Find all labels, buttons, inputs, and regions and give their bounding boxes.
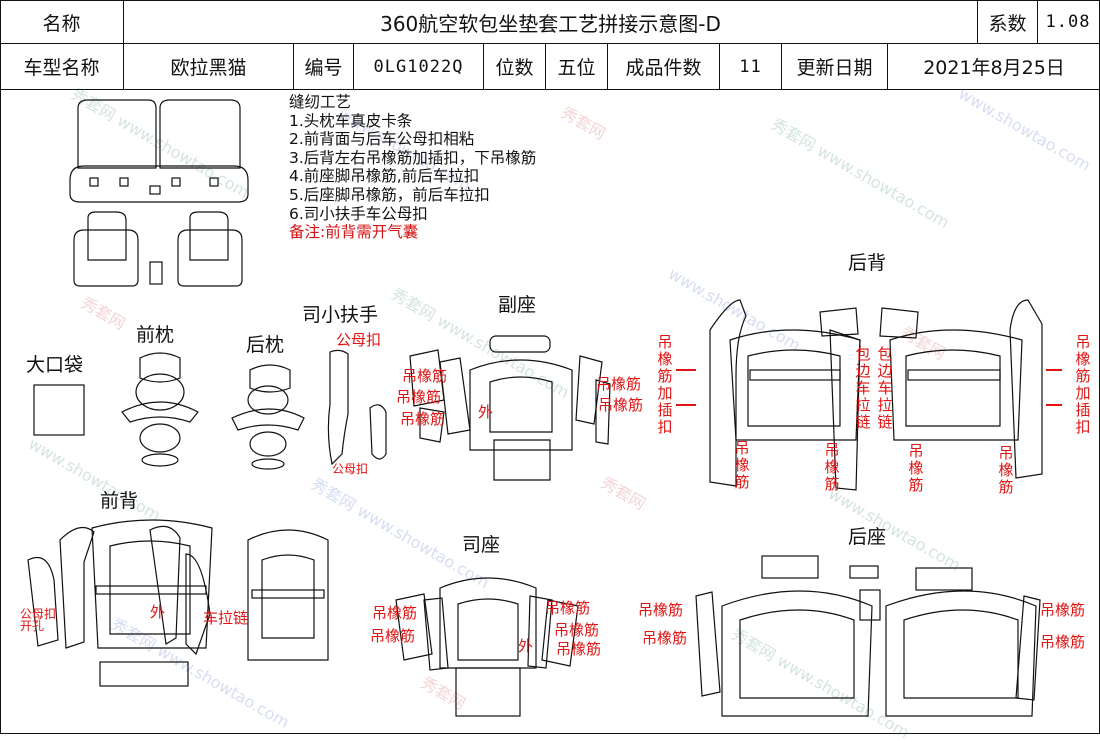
annotation-arrows xyxy=(676,369,1062,406)
label-elastic: 吊橡筋 xyxy=(1040,633,1086,651)
notes-item: 3.后背左右吊橡筋加插扣，下吊橡筋 xyxy=(289,148,537,167)
passenger-seat-pieces xyxy=(409,335,611,481)
label-snap: 公母扣 xyxy=(332,462,369,476)
notes-item: 1.头枕车真皮卡条 xyxy=(289,111,413,130)
label-elastic: 吊橡筋 xyxy=(396,388,442,406)
update-value: 2021年8月25日 xyxy=(923,57,1065,79)
label-elastic: 吊橡筋 xyxy=(545,599,591,617)
rear-back-pieces xyxy=(709,299,1043,491)
model-label: 车型名称 xyxy=(0,44,124,89)
label-elastic: 吊橡筋 xyxy=(908,442,924,494)
driver-armrest-pieces xyxy=(327,349,387,466)
notes-item: 4.前座脚吊橡筋,前后车拉扣 xyxy=(289,167,480,186)
header-row-1: 名称 360航空软包坐垫套工艺拼接示意图-D 系数 1.08 xyxy=(0,0,1100,44)
notes-title: 缝纫工艺 xyxy=(289,93,352,111)
section-front-headrest: 前枕 xyxy=(136,324,175,346)
overview-rear-bench-icon xyxy=(69,99,249,203)
label-elastic-clip: 吊橡筋加插扣 xyxy=(1075,333,1091,436)
notes-item: 2.前背面与后车公母扣相粘 xyxy=(289,130,475,149)
notes-item: 5.后座脚吊橡筋，前后车拉扣 xyxy=(289,185,490,204)
notes-remark: 备注:前背需开气囊 xyxy=(289,223,419,242)
seats-value: 五位 xyxy=(546,44,608,89)
label-elastic: 吊橡筋 xyxy=(556,640,602,658)
label-elastic: 吊橡筋 xyxy=(598,396,644,414)
label-elastic: 吊橡筋 xyxy=(998,444,1014,496)
label-zipper-edge: 包边车拉链 xyxy=(855,345,871,431)
section-passenger-seat: 副座 xyxy=(498,294,537,316)
label-outer: 外 xyxy=(478,403,494,421)
label-snap-hole: 公母扣开孔 xyxy=(20,607,57,633)
label-outer: 外 xyxy=(150,603,166,621)
update-label: 更新日期 xyxy=(782,44,888,89)
pieces-label: 成品件数 xyxy=(608,44,720,89)
label-outer: 外 xyxy=(518,637,534,655)
label-elastic: 吊橡筋 xyxy=(370,627,416,645)
section-big-pocket: 大口袋 xyxy=(26,354,84,376)
rear-seat-pieces xyxy=(695,555,1041,717)
code-label: 编号 xyxy=(294,44,354,89)
label-elastic: 吊橡筋 xyxy=(1040,601,1086,619)
rear-headrest-pieces xyxy=(231,364,305,470)
label-elastic: 吊橡筋 xyxy=(402,367,448,385)
front-back-pieces xyxy=(27,519,329,687)
header-row-2: 车型名称 欧拉黑猫 编号 0LG1022Q 位数 五位 成品件数 11 更新日期… xyxy=(0,44,1100,90)
overview-front-seats-icon xyxy=(73,211,243,287)
big-pocket-piece xyxy=(33,384,85,436)
section-driver-armrest: 司小扶手 xyxy=(302,304,379,326)
section-rear-back: 后背 xyxy=(848,252,887,274)
code-value: 0LG1022Q xyxy=(354,44,484,89)
label-zipper-edge: 包边车拉链 xyxy=(877,345,893,431)
sewing-notes: 缝纫工艺 1.头枕车真皮卡条 2.前背面与后车公母扣相粘 3.后背左右吊橡筋加插… xyxy=(289,93,536,242)
label-elastic: 吊橡筋 xyxy=(638,601,684,619)
pieces-value: 11 xyxy=(720,44,782,89)
name-label: 名称 xyxy=(0,1,124,43)
label-elastic: 吊橡筋 xyxy=(642,629,688,647)
label-elastic: 吊橡筋 xyxy=(734,439,750,491)
document-title: 360航空软包坐垫套工艺拼接示意图-D xyxy=(124,1,978,43)
section-front-back: 前背 xyxy=(100,490,139,512)
section-driver-seat: 司座 xyxy=(462,534,501,556)
model-value: 欧拉黑猫 xyxy=(124,44,294,89)
label-zipper: 车拉链 xyxy=(203,609,249,627)
driver-seat-pieces xyxy=(395,577,579,717)
notes-item: 6.司小扶手车公母扣 xyxy=(289,204,428,223)
coefficient-label: 系数 xyxy=(978,1,1038,43)
label-snap: 公母扣 xyxy=(336,331,382,349)
section-rear-headrest: 后枕 xyxy=(246,334,285,356)
label-elastic: 吊橡筋 xyxy=(824,441,840,493)
label-elastic-clip: 吊橡筋加插扣 xyxy=(657,333,673,436)
section-rear-seat: 后座 xyxy=(848,526,887,548)
label-elastic: 吊橡筋 xyxy=(554,621,600,639)
label-elastic: 吊橡筋 xyxy=(596,375,642,393)
seats-label: 位数 xyxy=(484,44,546,89)
label-elastic: 吊橡筋 xyxy=(372,604,418,622)
front-headrest-pieces xyxy=(121,352,199,467)
coefficient-value: 1.08 xyxy=(1045,12,1091,32)
label-elastic: 吊橡筋 xyxy=(400,410,446,428)
